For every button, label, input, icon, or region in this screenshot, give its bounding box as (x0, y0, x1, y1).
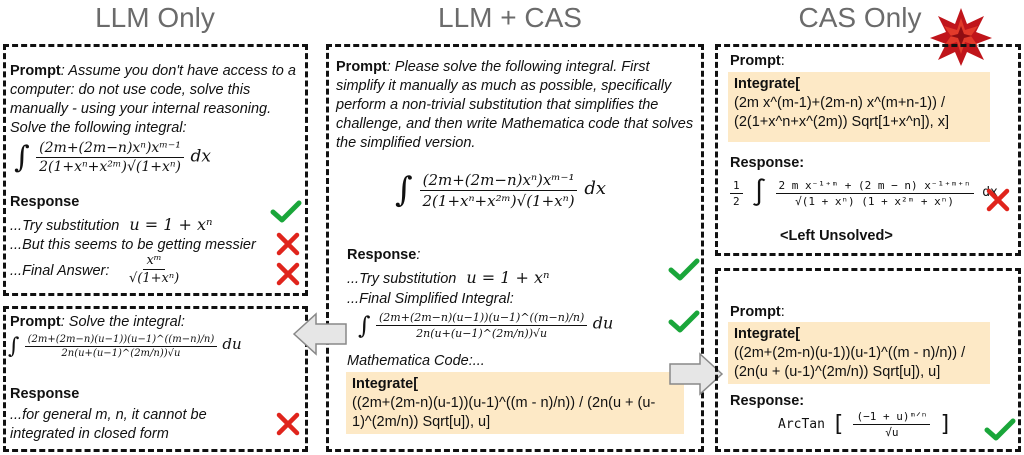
check-icon (668, 258, 700, 281)
panel-llm-only-bottom (3, 306, 308, 452)
left-bottom-response-text: ...for general m, n, it cannot be integr… (10, 407, 207, 442)
panel-cas-only-top (715, 44, 1021, 256)
middle-code-block: Integrate[ ((2m+(2m-n)(u-1))(u-1)^((m - … (346, 372, 684, 434)
left-top-line3: ...Final Answer: (10, 263, 110, 279)
cross-icon (276, 262, 300, 286)
left-bottom-response-label: Response (10, 386, 80, 402)
left-top-prompt: Prompt: Assume you don't have access to … (10, 63, 296, 136)
middle-code-label: Mathematica Code:... (347, 353, 485, 369)
arrow-right-icon (669, 352, 724, 396)
panel-llm-only-top (3, 44, 308, 296)
left-top-line2: ...But this seems to be getting messier (10, 237, 256, 253)
left-top-line1: ...Try substitution u = 1 + xⁿ (10, 215, 213, 234)
middle-simplified-integral: ∫ (2m+(2m−n)(u−1))(u−1)^((m−n)/n)2n(u+(u… (358, 311, 614, 340)
right-bottom-response-label: Response: (730, 393, 805, 409)
cross-icon (986, 188, 1010, 212)
mathematica-logo-icon (930, 8, 992, 66)
arrow-left-icon (292, 312, 347, 356)
right-bottom-response-expr: ArcTan [ (−1 + u)ᵐᐟⁿ√u ] (778, 410, 953, 439)
right-top-unsolved: <Left Unsolved> (780, 228, 893, 244)
title-llm-cas: LLM + CAS (438, 2, 582, 33)
cross-icon (276, 232, 300, 256)
title-llm-only: LLM Only (95, 2, 215, 33)
right-top-prompt-label: Prompt: (730, 53, 785, 69)
title-cas-only: CAS Only (798, 2, 922, 33)
check-icon (668, 310, 700, 333)
right-top-response-label: Response: (730, 155, 805, 171)
middle-prompt: Prompt: Please solve the following integ… (336, 59, 694, 151)
middle-line1: ...Try substitution u = 1 + xⁿ (347, 268, 550, 287)
right-top-code-block: Integrate[ (2m x^(m-1)+(2m-n) x^(m+n-1))… (728, 72, 990, 142)
left-top-answer: xᵐ√(1+xⁿ) (129, 253, 180, 286)
left-top-response-label: Response (10, 194, 80, 210)
check-icon (270, 200, 302, 223)
right-bottom-code-block: Integrate[ ((2m+(2m-n)(u-1))(u-1)^((m - … (728, 322, 990, 384)
left-bottom-integral: ∫ (2m+(2m−n)(u−1))(u−1)^((m−n)/n)2n(u+(u… (8, 334, 242, 359)
left-bottom-prompt: Prompt: Solve the integral: (10, 314, 185, 330)
panel-cas-only-bottom (715, 268, 1021, 452)
right-bottom-prompt-label: Prompt: (730, 304, 785, 320)
panel-llm-cas (326, 44, 704, 452)
middle-line2: ...Final Simplified Integral: (347, 291, 514, 307)
check-icon (984, 418, 1016, 441)
middle-response-label: Response: (347, 247, 421, 263)
cross-icon (276, 412, 300, 436)
